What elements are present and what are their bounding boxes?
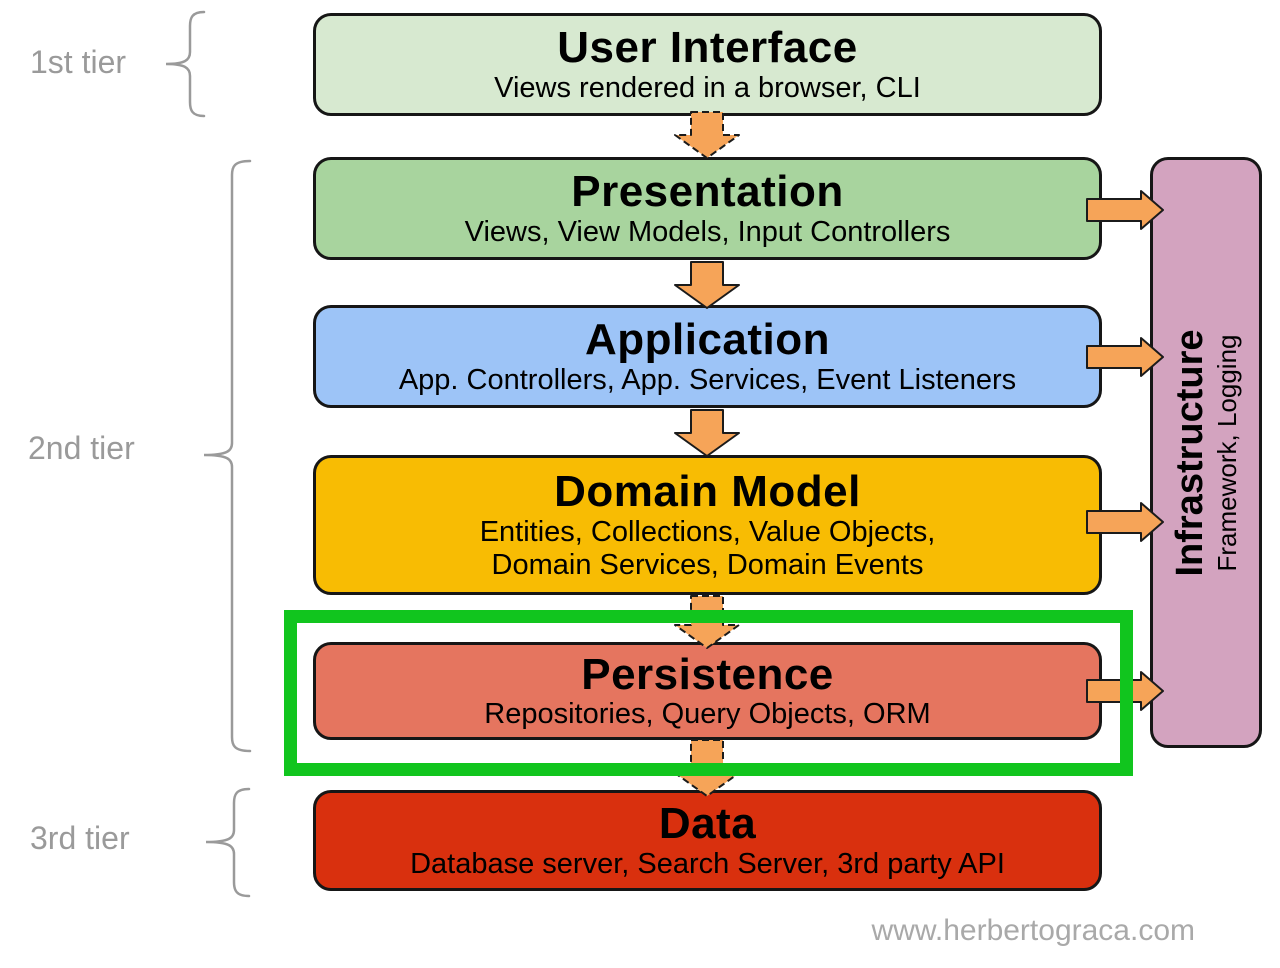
layer-subtitle-user-interface: Views rendered in a browser, CLI — [494, 71, 921, 104]
layer-box-application: Application App. Controllers, App. Servi… — [313, 305, 1102, 408]
layer-title-persistence: Persistence — [581, 649, 834, 699]
tier1-label: 1st tier — [30, 44, 127, 80]
arrow-presentation-to-application — [674, 261, 740, 309]
layer-title-presentation: Presentation — [571, 167, 844, 217]
tier2-brace — [203, 159, 252, 753]
watermark: www.herbertograca.com — [871, 914, 1195, 947]
arrow-application-to-infrastructure — [1086, 337, 1164, 377]
tier3-label: 3rd tier — [30, 820, 130, 856]
layer-box-domain-model: Domain Model Entities, Collections, Valu… — [313, 455, 1102, 595]
persistence-highlight-frame — [284, 610, 1133, 776]
layer-subtitle-presentation: Views, View Models, Input Controllers — [464, 215, 951, 248]
tier2-label: 2nd tier — [28, 430, 135, 466]
arrow-ui-to-presentation — [674, 111, 740, 159]
layer-title-user-interface: User Interface — [557, 23, 858, 73]
layer-box-data: Data Database server, Search Server, 3rd… — [313, 790, 1102, 891]
layer-subtitle-application: App. Controllers, App. Services, Event L… — [398, 363, 1017, 396]
tier3-brace — [205, 787, 251, 898]
arrow-presentation-to-infrastructure — [1086, 190, 1164, 230]
tier1-brace — [165, 10, 206, 118]
layer-title-domain-model: Domain Model — [554, 467, 861, 517]
layer-subtitle-domain-model-line2: Domain Services, Domain Events — [491, 548, 924, 581]
layer-subtitle-domain-model-line1: Entities, Collections, Value Objects, — [479, 515, 936, 548]
layer-box-user-interface: User Interface Views rendered in a brows… — [313, 13, 1102, 116]
infrastructure-box: Infrastructure Framework, Logging — [1150, 157, 1262, 748]
arrow-application-to-domain — [674, 409, 740, 457]
layer-subtitle-persistence: Repositories, Query Objects, ORM — [484, 698, 931, 731]
arrow-domain-to-infrastructure — [1086, 502, 1164, 542]
layer-title-application: Application — [584, 315, 831, 365]
layer-title-data: Data — [658, 799, 757, 849]
layer-subtitle-data: Database server, Search Server, 3rd part… — [410, 847, 1005, 880]
